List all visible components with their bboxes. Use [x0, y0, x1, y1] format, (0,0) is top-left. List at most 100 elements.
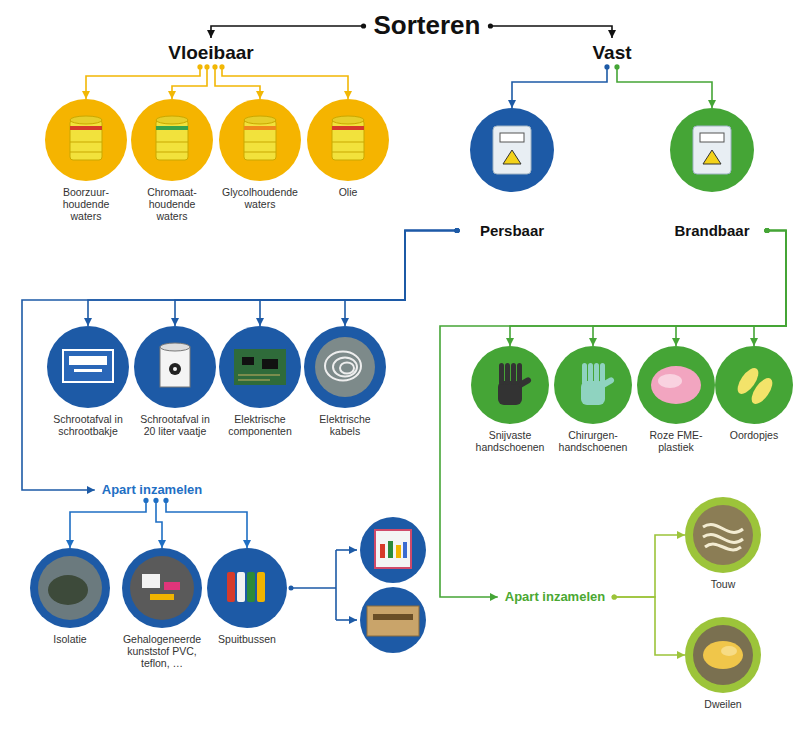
connector-arrow — [166, 500, 247, 548]
heading-text: Apart inzamelen — [102, 483, 202, 498]
circle-shape — [685, 497, 761, 573]
connector-arrow — [512, 67, 607, 108]
category-circle: Olie — [307, 99, 389, 181]
circle-shape — [45, 99, 127, 181]
item-label: Schrootafval in 20 liter vaatje — [133, 413, 217, 437]
category-label: Persbaar — [462, 222, 562, 239]
label-box: Gehalogeneerde kunststof PVC, teflon, … — [116, 633, 208, 669]
circle-shape — [637, 346, 715, 424]
branch-arrow — [336, 549, 357, 551]
connector-arrow — [490, 26, 612, 38]
circle-shape — [122, 548, 202, 628]
connector-arrow — [156, 500, 162, 548]
connector-dot — [604, 64, 609, 69]
label-box: Spuitbussen — [207, 633, 287, 645]
circle-shape — [219, 99, 301, 181]
label-box: Boorzuur- houdende waters — [53, 186, 119, 222]
circle-shape — [47, 326, 129, 408]
connector-arrow — [676, 231, 786, 347]
connector-arrow — [614, 597, 685, 655]
label-box: Brandbaar — [662, 222, 762, 239]
category-circle: Schrootafval in schrootbakje — [47, 326, 129, 408]
label-box: Dweilen — [688, 698, 758, 710]
item-label: Boorzuur- houdende waters — [53, 186, 119, 222]
circle-shape — [219, 326, 301, 408]
connector-dot — [163, 498, 168, 503]
connector-dot — [454, 228, 459, 233]
connector-arrow — [345, 231, 457, 327]
circle-shape — [131, 99, 213, 181]
item-label: Touw — [688, 578, 758, 590]
item-label: Oordopjes — [719, 429, 789, 441]
category-heading: Vloeibaar — [164, 40, 258, 66]
circle-shape — [715, 346, 793, 424]
circle-shape — [471, 346, 549, 424]
connector-dot — [614, 64, 619, 69]
connector-arrow — [614, 535, 685, 597]
circle-shape — [207, 548, 287, 628]
category-circle: Elektrische kabels — [304, 326, 386, 408]
item-label: Chirurgen- handschoenen — [554, 429, 632, 453]
circle-shape — [304, 326, 386, 408]
connector-dot — [454, 228, 459, 233]
connector-arrow — [754, 231, 786, 347]
category-circle: Isolatie — [30, 548, 110, 628]
category-circle: Gehalogeneerde kunststof PVC, teflon, … — [122, 548, 202, 628]
connector-arrow — [88, 231, 457, 327]
category-heading: Apart inzamelen — [98, 481, 206, 500]
connector-arrow — [172, 67, 207, 99]
connector-dot — [197, 64, 202, 69]
branch-arrow — [336, 619, 357, 621]
item-label: Glycolhoudende waters — [218, 186, 302, 210]
label-box: Schrootafval in schrootbakje — [46, 413, 130, 437]
heading-text: Vast — [592, 42, 631, 64]
label-box: Glycolhoudende waters — [218, 186, 302, 210]
item-label: Chromaat- houdende waters — [139, 186, 205, 222]
label-box: Isolatie — [35, 633, 105, 645]
connector-arrow — [617, 67, 712, 108]
label-box: Oordopjes — [719, 429, 789, 441]
label-box: Chirurgen- handschoenen — [554, 429, 632, 453]
connector-arrow — [70, 500, 146, 548]
connector-dot — [612, 594, 617, 599]
label-box: Touw — [688, 578, 758, 590]
connector-dot — [454, 228, 459, 233]
heading-text: Vloeibaar — [168, 42, 254, 64]
category-circle: Brandbaar — [670, 108, 754, 192]
category-heading: Vast — [588, 40, 635, 66]
connector-arrow — [211, 26, 364, 38]
item-label: Elektrische componenten — [218, 413, 302, 437]
connector-arrow — [222, 67, 348, 99]
connector-dot — [361, 23, 366, 28]
connector-dot — [204, 64, 209, 69]
connector-arrow — [175, 231, 457, 327]
connector-arrow — [593, 231, 786, 347]
label-box: Roze FME-plastiek — [637, 429, 715, 453]
item-label: Gehalogeneerde kunststof PVC, teflon, … — [116, 633, 208, 669]
category-circle: Spuitbussen — [207, 548, 287, 628]
category-circle: Oordopjes — [715, 346, 793, 424]
category-circle: Glycolhoudende waters — [219, 99, 301, 181]
circle-shape — [470, 108, 554, 192]
category-circle: Chromaat- houdende waters — [131, 99, 213, 181]
category-circle: Touw — [685, 497, 761, 573]
connector-dot — [764, 228, 769, 233]
item-label: Roze FME-plastiek — [637, 429, 715, 453]
label-box: Elektrische kabels — [305, 413, 385, 437]
connector-dot — [153, 498, 158, 503]
item-label: Isolatie — [35, 633, 105, 645]
connector-arrow — [86, 67, 200, 99]
circle-shape — [134, 326, 216, 408]
circle-shape — [30, 548, 110, 628]
connector-dot — [143, 498, 148, 503]
connector-dot — [488, 23, 493, 28]
label-box: Elektrische componenten — [218, 413, 302, 437]
category-heading: Apart inzamelen — [501, 588, 609, 607]
item-label: Elektrische kabels — [305, 413, 385, 437]
circle-shape — [554, 346, 632, 424]
connector-dot — [612, 594, 617, 599]
category-circle: Snijvaste handschoenen — [471, 346, 549, 424]
item-label: Olie — [313, 186, 383, 198]
category-circle: Persbaar — [470, 108, 554, 192]
